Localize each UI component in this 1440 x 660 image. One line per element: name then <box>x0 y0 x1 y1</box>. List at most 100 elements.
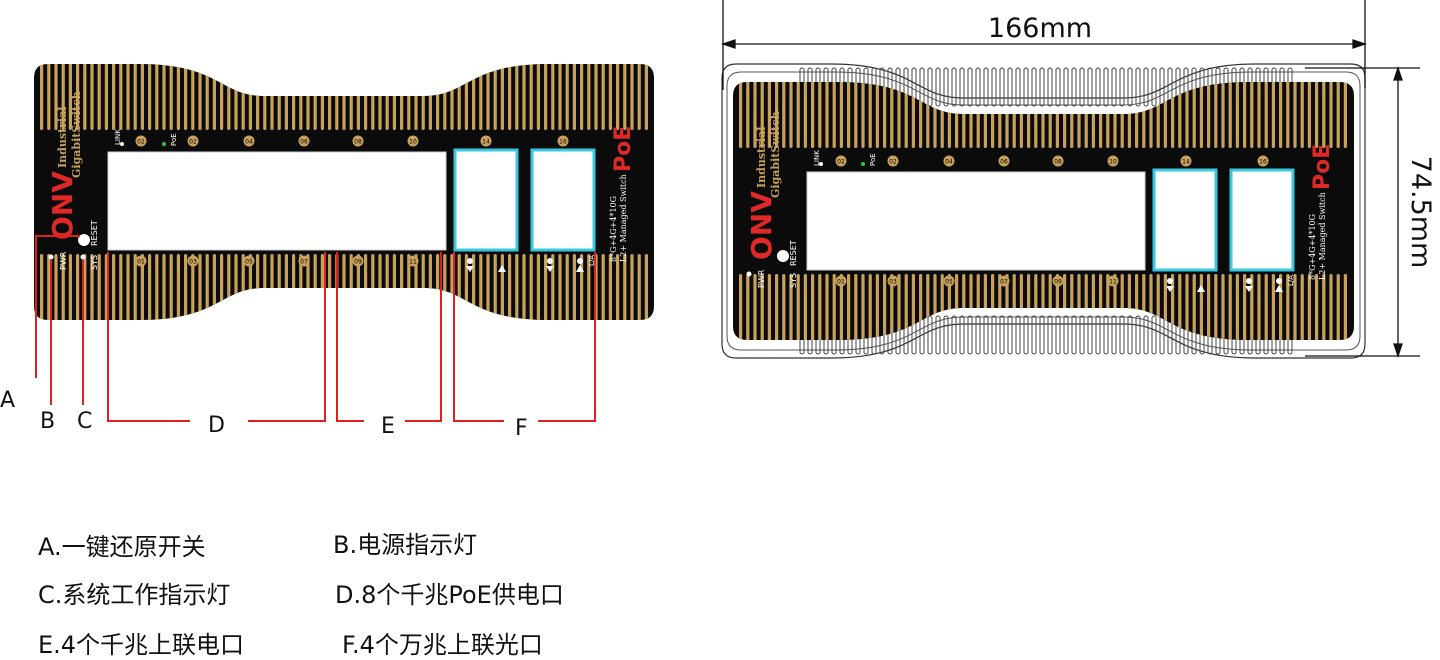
link-led <box>819 162 823 166</box>
port-number: 09 <box>354 259 362 266</box>
port-led: 11 <box>1107 275 1119 287</box>
port-number: 11 <box>1109 279 1117 286</box>
callout-b: B <box>40 409 55 434</box>
port-leds-top: 02 02 04 06 08 10 14 16 <box>835 155 1269 167</box>
model-line-2: L2+ Managed Switch <box>619 174 628 262</box>
front-panel-right: ONV Industrial GigabitSwitch RESET PWR S… <box>720 0 1436 359</box>
port-led: 01 <box>135 255 147 267</box>
model-line-2: L2+ Managed Switch <box>1318 192 1327 280</box>
link-label: LINK <box>114 129 122 145</box>
port-led: 01 <box>835 275 847 287</box>
dimension-width-label: 166mm <box>988 13 1092 44</box>
port-window-rj45 <box>806 171 1146 271</box>
port-led: 08 <box>1052 155 1064 167</box>
legend-c: C.系统工作指示灯 <box>38 581 231 609</box>
housing-outline <box>721 63 1366 359</box>
brand-title-2: GigabitSwitch <box>769 111 782 198</box>
dimension-width <box>720 0 1368 90</box>
port-number: 10 <box>409 139 417 146</box>
sys-label: SYS <box>789 273 798 288</box>
port-led: 02 <box>835 155 847 167</box>
port-led: 02 <box>187 135 199 147</box>
port-number: 01 <box>137 259 145 266</box>
poe-badge: PoE <box>1310 144 1335 190</box>
port-number: 16 <box>1259 159 1267 166</box>
port-number: 02 <box>189 139 197 146</box>
brand-logo: ONV <box>46 171 79 240</box>
pwr-label: PWR <box>757 269 766 288</box>
callout-a: A <box>0 388 15 413</box>
port-number: 10 <box>1109 159 1117 166</box>
poe-led <box>861 162 865 166</box>
callout-d: D <box>208 413 225 438</box>
port-led: 05 <box>943 275 955 287</box>
callout-f: F <box>515 416 528 441</box>
port-number: 04 <box>945 159 953 166</box>
brand-title-1: Industrial <box>755 127 768 188</box>
la-label: L/A <box>588 255 596 266</box>
port-leds-bottom: 01 03 05 07 09 11 <box>835 275 1119 287</box>
port-number: 14 <box>1182 159 1190 166</box>
port-number: 08 <box>1054 159 1062 166</box>
dimension-height <box>1305 65 1420 359</box>
port-led: 14 <box>480 135 492 147</box>
pwr-led <box>48 254 54 260</box>
brand-logo: ONV <box>745 191 778 260</box>
sfp-cage-2 <box>1229 168 1295 272</box>
link-label: LINK <box>813 150 821 166</box>
reset-button <box>78 234 90 246</box>
port-led: 02 <box>887 155 899 167</box>
port-number: 07 <box>300 259 308 266</box>
port-led: 09 <box>1052 275 1064 287</box>
callout-c: C <box>77 409 92 434</box>
port-led: 10 <box>407 135 419 147</box>
port-number: 05 <box>945 279 953 286</box>
reset-label: RESET <box>789 240 798 266</box>
poe-badge: PoE <box>611 126 636 172</box>
port-led: 14 <box>1180 155 1192 167</box>
poe-led-label: PoE <box>170 133 178 146</box>
reset-label: RESET <box>90 220 99 246</box>
sys-label: SYS <box>90 255 99 270</box>
port-number: 05 <box>245 259 253 266</box>
port-number: 08 <box>354 139 362 146</box>
port-number: 06 <box>300 139 308 146</box>
legend-b: B.电源指示灯 <box>333 531 478 559</box>
pwr-led <box>746 271 752 277</box>
callout-lines <box>35 235 596 422</box>
port-number: 04 <box>245 139 253 146</box>
port-number: 09 <box>1054 279 1062 286</box>
port-led: 10 <box>1107 155 1119 167</box>
brand-title-2: GigabitSwitch <box>70 91 83 178</box>
port-number: 16 <box>559 139 567 146</box>
poe-led <box>162 142 166 146</box>
sfp-arrows <box>466 258 584 272</box>
port-number: 11 <box>409 259 417 266</box>
port-number: 03 <box>889 279 897 286</box>
dimension-height-label: 74.5mm <box>1405 156 1436 269</box>
port-led: 06 <box>998 155 1010 167</box>
port-number: 02 <box>837 159 845 166</box>
legend-a: A.一键还原开关 <box>38 533 206 561</box>
legend-f: F.4个万兆上联光口 <box>342 631 543 659</box>
link-led <box>120 142 124 146</box>
sfp-arrows <box>1166 278 1283 292</box>
model-line-1: 8*G+4G+4*10G <box>1308 214 1317 280</box>
port-number: 01 <box>837 279 845 286</box>
callout-letters: A B C D E F <box>0 388 528 441</box>
port-number: 06 <box>1000 159 1008 166</box>
port-led: 04 <box>243 135 255 147</box>
port-led: 09 <box>352 255 364 267</box>
brand-title-1: Industrial <box>56 107 69 168</box>
sfp-cage-1 <box>1152 168 1218 272</box>
port-number: 07 <box>1000 279 1008 286</box>
port-number: 02 <box>889 159 897 166</box>
port-led: 04 <box>943 155 955 167</box>
port-led: 08 <box>352 135 364 147</box>
port-led: 07 <box>298 255 310 267</box>
model-line-1: 8*G+4G+4*10G <box>609 196 618 262</box>
port-window-rj45 <box>107 151 447 251</box>
